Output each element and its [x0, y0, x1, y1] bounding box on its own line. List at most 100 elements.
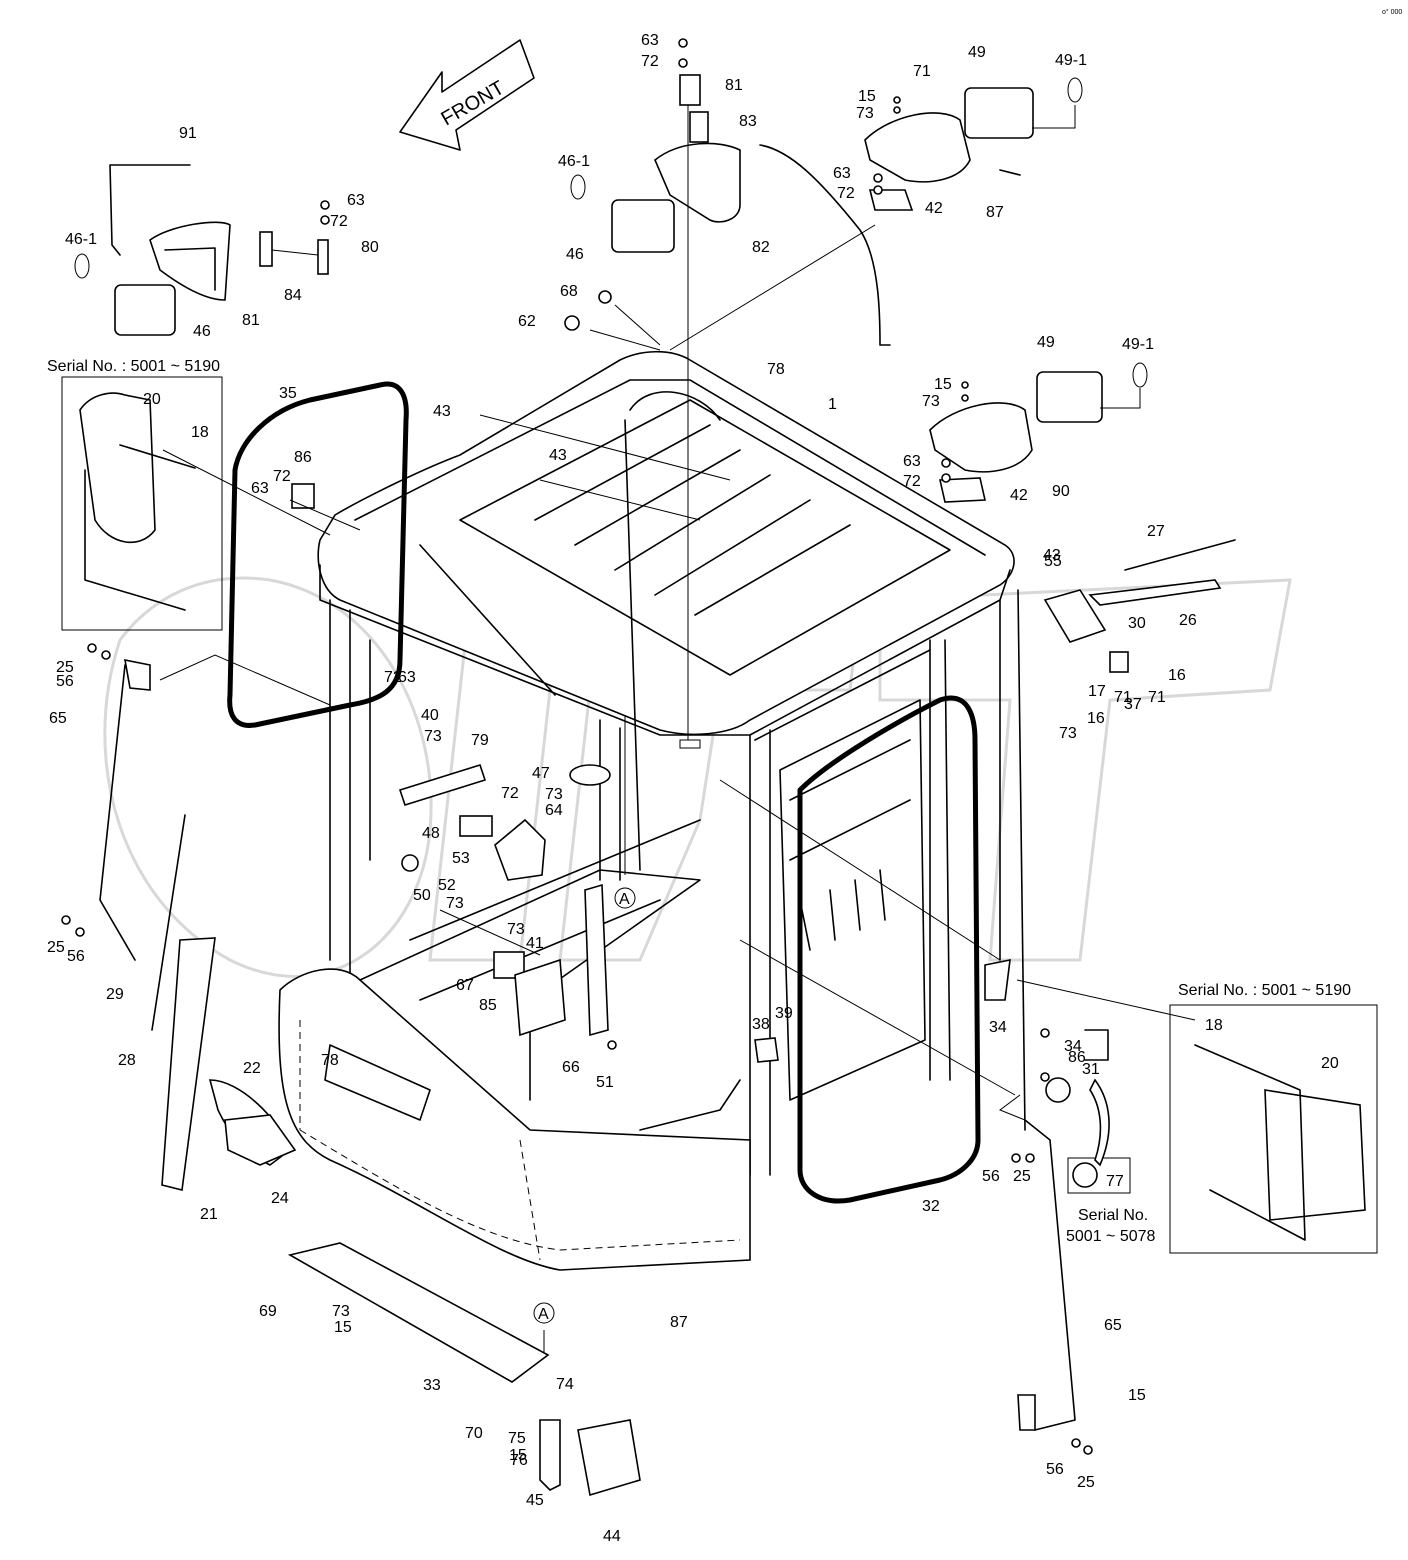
front-label: FRONT: [438, 77, 509, 130]
part-number-labels: 1151515151516161718182020212224252525252…: [47, 32, 1339, 1545]
part-label-85: 85: [479, 997, 497, 1014]
handle-65-left: [99, 658, 151, 961]
part-label-34: 34: [989, 1019, 1007, 1036]
part-label-44: 44: [603, 1528, 621, 1545]
part-label-72: 72: [330, 213, 348, 230]
part-label-63: 63: [641, 32, 659, 49]
part-label-63: 63: [251, 480, 269, 497]
part-label-20: 20: [1321, 1055, 1339, 1072]
part-label-21: 21: [200, 1206, 218, 1223]
part-label-71: 71: [913, 63, 931, 80]
part-label-17: 17: [1088, 683, 1106, 700]
part-label-25: 25: [1077, 1474, 1095, 1491]
part-label-56: 56: [67, 948, 85, 965]
part-label-25: 25: [1013, 1168, 1031, 1185]
part-label-45: 45: [526, 1492, 544, 1509]
work-lamp-right-mid: [929, 362, 1148, 503]
part-label-63: 63: [903, 453, 921, 470]
part-label-52: 52: [438, 877, 456, 894]
part-label-15: 15: [934, 376, 952, 393]
part-label-62: 62: [518, 313, 536, 330]
part-label-49-1: 49-1: [1122, 336, 1154, 353]
part-label-15: 15: [858, 88, 876, 105]
part-label-72: 72: [903, 473, 921, 490]
part-label-20: 20: [143, 391, 161, 408]
mirror-inset-right: [1169, 1004, 1378, 1254]
part-label-22: 22: [243, 1060, 261, 1077]
part-label-73: 73: [446, 895, 464, 912]
part-label-16: 16: [1087, 710, 1105, 727]
part-label-43: 43: [549, 447, 567, 464]
part-label-40: 40: [421, 707, 439, 724]
part-label-78: 78: [321, 1052, 339, 1069]
callout-a-upper-text: A: [619, 891, 630, 908]
part-label-49: 49: [1037, 334, 1055, 351]
part-label-42: 42: [925, 200, 943, 217]
callout-a-lower-text: A: [538, 1306, 549, 1323]
part-label-83: 83: [739, 113, 757, 130]
part-label-66: 66: [562, 1059, 580, 1076]
part-label-47: 47: [532, 765, 550, 782]
work-lamp-right-top: [864, 77, 1083, 211]
work-lamp-left: [74, 221, 329, 336]
callout-a-upper: A: [614, 887, 636, 909]
part-label-91: 91: [179, 125, 197, 142]
part-label-71: 71: [1148, 689, 1166, 706]
part-label-49: 49: [968, 44, 986, 61]
part-label-73: 73: [545, 786, 563, 803]
part-label-46-1: 46-1: [65, 231, 97, 248]
part-label-1: 1: [828, 396, 837, 413]
cab-body: [278, 350, 1026, 1271]
part-label-73: 73: [507, 921, 525, 938]
part-label-73: 73: [922, 393, 940, 410]
part-label-18: 18: [1205, 1017, 1223, 1034]
front-arrow-icon: FRONT: [399, 39, 535, 151]
part-label-72: 72: [501, 785, 519, 802]
part-label-69: 69: [259, 1303, 277, 1320]
serial-note-bottom-line2: 5001 ~ 5078: [1066, 1228, 1156, 1245]
fasteners: [61, 38, 1093, 1455]
part-label-29: 29: [106, 986, 124, 1003]
part-label-16: 16: [1168, 667, 1186, 684]
part-label-55: 55: [1044, 553, 1062, 570]
part-label-41: 41: [526, 935, 544, 952]
part-label-51: 51: [596, 1074, 614, 1091]
part-label-81: 81: [242, 312, 260, 329]
part-label-84: 84: [284, 287, 302, 304]
mirror-inset-top-left: [61, 376, 223, 631]
leader-lines: [159, 105, 1196, 1352]
part-label-28: 28: [118, 1052, 136, 1069]
part-label-31: 31: [1082, 1061, 1100, 1078]
part-label-74: 74: [556, 1376, 574, 1393]
part-label-46: 46: [566, 246, 584, 263]
part-label-42: 42: [1010, 487, 1028, 504]
part-label-63: 63: [347, 192, 365, 209]
serial-note-bottom-line1: Serial No.: [1078, 1207, 1148, 1224]
part-label-81: 81: [725, 77, 743, 94]
part-label-48: 48: [422, 825, 440, 842]
work-lamp-center: [570, 74, 741, 749]
part-label-63: 63: [398, 669, 416, 686]
rear-wiper-assembly: [1043, 539, 1236, 673]
part-label-90: 90: [1052, 483, 1070, 500]
part-label-77: 77: [1106, 1173, 1124, 1190]
part-label-25: 25: [47, 939, 65, 956]
part-label-18: 18: [191, 424, 209, 441]
corner-mark: o° 000: [1382, 8, 1402, 16]
part-label-33: 33: [423, 1377, 441, 1394]
part-label-27: 27: [1147, 523, 1165, 540]
part-label-39: 39: [775, 1005, 793, 1022]
part-label-30: 30: [1128, 615, 1146, 632]
misc-components: [224, 483, 1131, 1194]
part-label-37: 37: [1124, 696, 1142, 713]
part-label-43: 43: [1043, 547, 1061, 564]
part-label-64: 64: [545, 802, 563, 819]
sun-visor-33: [287, 1242, 641, 1497]
part-label-63: 63: [833, 165, 851, 182]
handle-65-right: [1017, 1119, 1076, 1431]
part-label-15: 15: [509, 1447, 527, 1464]
part-label-32: 32: [922, 1198, 940, 1215]
part-label-43: 43: [433, 403, 451, 420]
